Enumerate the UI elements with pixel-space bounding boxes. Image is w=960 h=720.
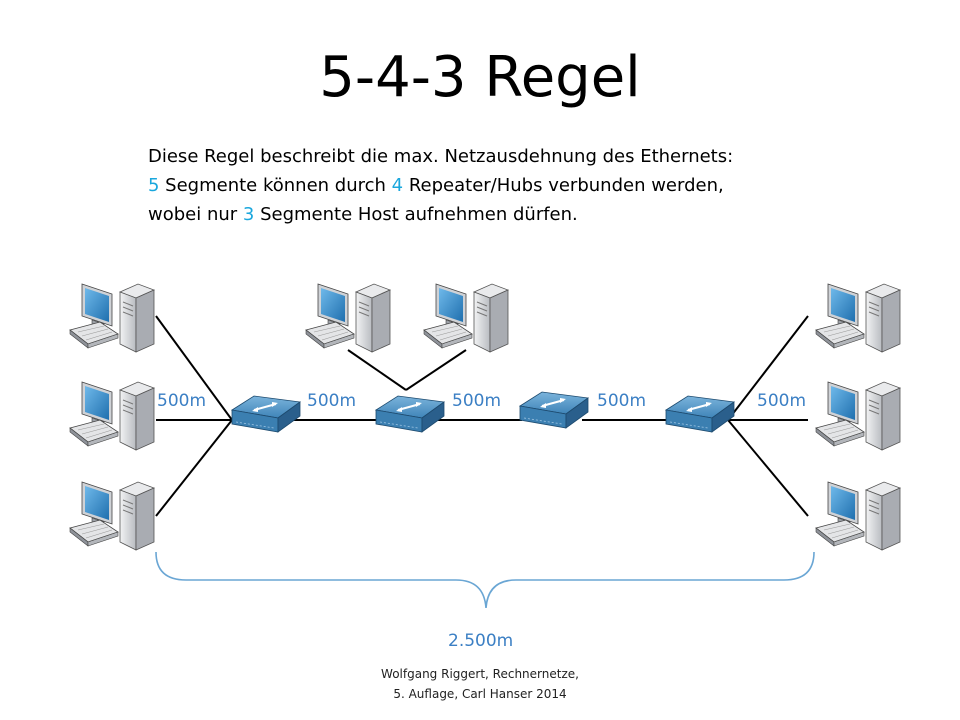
connection-lines: [155, 315, 809, 517]
credit-line-1: Wolfgang Riggert, Rechnernetze,: [381, 667, 579, 681]
total-span-brace: [155, 551, 815, 609]
computer-icon: [305, 283, 391, 353]
segment-label: 500m: [452, 391, 501, 411]
hub-icon: [519, 391, 589, 429]
description-line-3: wobei nur 3 Segmente Host aufnehmen dürf…: [148, 200, 848, 229]
hub-icon: [665, 395, 735, 433]
computer-icon: [423, 283, 509, 353]
segment-label: 500m: [157, 391, 206, 411]
description-line-1: Diese Regel beschreibt die max. Netzausd…: [148, 146, 734, 167]
description-text: Segmente können durch: [159, 175, 392, 196]
number-host-segments: 3: [242, 204, 255, 225]
computer-icon: [69, 481, 155, 551]
credit-line-2: 5. Auflage, Carl Hanser 2014: [393, 687, 567, 701]
hub-icon: [231, 395, 301, 433]
segment-label: 500m: [597, 391, 646, 411]
number-repeaters: 4: [391, 175, 404, 196]
computer-icon: [69, 283, 155, 353]
hub-icon: [375, 395, 445, 433]
description-text: Segmente Host aufnehmen dürfen.: [254, 204, 578, 225]
computer-icon: [69, 381, 155, 451]
description-text: wobei nur: [148, 204, 243, 225]
total-length-label: 2.500m: [448, 631, 513, 651]
description-line-2: 5 Segmente können durch 4 Repeater/Hubs …: [148, 171, 848, 200]
number-segments: 5: [148, 175, 160, 196]
computer-icon: [815, 283, 901, 353]
computer-icon: [815, 481, 901, 551]
source-credit: Wolfgang Riggert, Rechnernetze, 5. Aufla…: [300, 664, 660, 704]
segment-label: 500m: [307, 391, 356, 411]
computer-icon: [815, 381, 901, 451]
page-title: 5-4-3 Regel: [319, 45, 641, 110]
segment-label: 500m: [757, 391, 806, 411]
description-text: Repeater/Hubs verbunden werden,: [403, 175, 724, 196]
rule-description: Diese Regel beschreibt die max. Netzausd…: [148, 142, 848, 229]
